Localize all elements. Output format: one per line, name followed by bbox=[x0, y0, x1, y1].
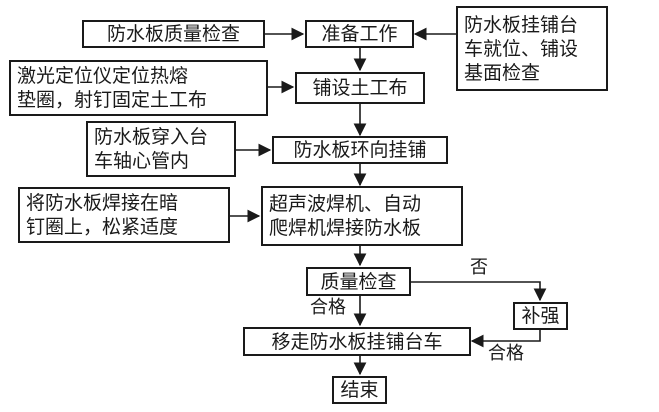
node-prepare: 准备工作 bbox=[305, 20, 414, 48]
node-trolley-position: 防水板挂铺台 车就位、铺设 基面检查 bbox=[456, 6, 608, 91]
node-laser-fix: 激光定位仪定位热熔 垫圈，射钉固定土工布 bbox=[9, 60, 268, 116]
edge-label-no: 否 bbox=[470, 257, 488, 278]
node-lay-geotextile: 铺设土工布 bbox=[295, 72, 425, 104]
edge-reinforce-to-move bbox=[470, 330, 541, 348]
node-hang-board: 防水板环向挂铺 bbox=[272, 136, 448, 164]
node-reinforce: 补强 bbox=[513, 302, 568, 330]
node-move-trolley: 移走防水板挂铺台车 bbox=[243, 327, 471, 356]
edge-check-to-reinforce bbox=[411, 281, 547, 302]
edge-label-pass-reinforce: 合格 bbox=[488, 343, 524, 364]
node-quality-check: 质量检查 bbox=[306, 267, 411, 296]
edge-label-pass-check: 合格 bbox=[310, 297, 346, 318]
node-board-quality-check: 防水板质量检查 bbox=[82, 20, 265, 48]
node-weld-machines: 超声波焊机、自动 爬焊机焊接防水板 bbox=[261, 186, 463, 246]
node-weld-to-washer: 将防水板焊接在暗 钉圈上，松紧适度 bbox=[18, 187, 230, 243]
node-thread-board: 防水板穿入台 车轴心管内 bbox=[86, 121, 236, 177]
node-end: 结束 bbox=[332, 376, 387, 404]
